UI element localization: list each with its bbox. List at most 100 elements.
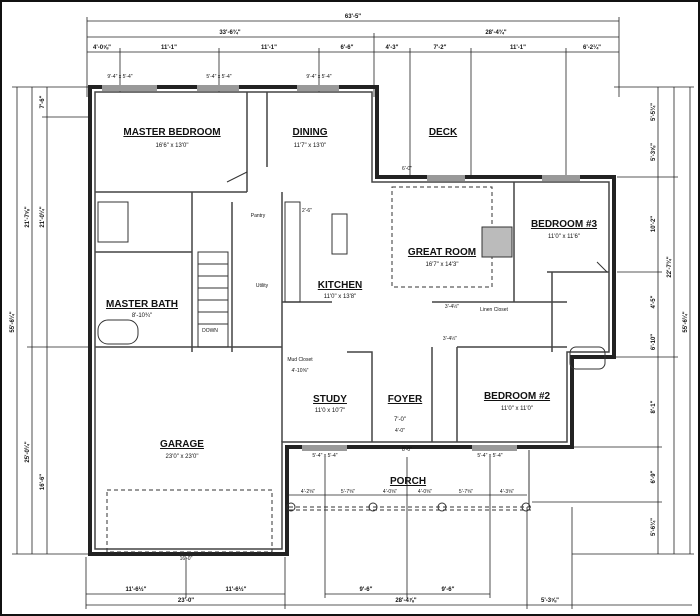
door-size: 8'-0"	[402, 447, 412, 453]
garage-door-width: 16'-0"	[180, 556, 193, 562]
dim-right-segment: 4'-5"	[651, 295, 657, 308]
window	[542, 175, 580, 181]
dim-right-segment: 8'-1"	[651, 400, 657, 413]
room-great-room: GREAT ROOM	[408, 247, 476, 258]
window	[472, 445, 517, 451]
porch-dim: 4'-0⅝"	[418, 489, 432, 495]
left-dimensions: 55'-6¼" 7'-6" 21'-7⅝" 21'-0¼" 25'-0¼" 16…	[9, 86, 92, 555]
interior-dim: 6'-0"	[402, 166, 412, 172]
dim-left-segment: 21'-0¼"	[39, 206, 46, 227]
room-size: 16'7" x 14'3"	[426, 262, 459, 268]
window-size: 9'-4" x 5'-4"	[107, 74, 132, 80]
porch-column	[286, 502, 296, 512]
porch-dim: 5'-7⅝"	[341, 489, 355, 495]
dim-top-segment: 7'-2"	[434, 45, 447, 51]
dim-top-segment: 4'-0⅝"	[93, 45, 111, 51]
room-size: 16'6" x 13'0"	[156, 143, 189, 149]
dim-top-overall: 63'-5"	[345, 14, 361, 20]
window	[197, 85, 239, 91]
garage-door-outline	[106, 489, 273, 553]
room-size: 11'7" x 13'0"	[294, 143, 326, 149]
dim-bottom-segment: 11'-6½"	[126, 586, 147, 593]
room-garage: GARAGE	[160, 439, 204, 450]
kitchen-counter	[284, 201, 301, 303]
shower	[97, 201, 129, 243]
dim-right-segment: 6'-10"	[651, 334, 657, 350]
dim-bottom-segment: 11'-6½"	[226, 586, 247, 593]
room-size: 11'0" x 13'8"	[324, 294, 356, 300]
room-mud-closet: Mud Closet	[287, 357, 313, 363]
room-master-bedroom: MASTER BEDROOM	[123, 127, 220, 138]
interior-dim: 4'-0"	[395, 428, 405, 434]
room-size: 11'0" x 11'0"	[501, 406, 533, 412]
dim-right-segment: 5'-5¾"	[650, 103, 657, 121]
porch-dim: 5'-7⅝"	[459, 489, 473, 495]
exterior-walls	[88, 85, 616, 556]
window	[427, 175, 465, 181]
bottom-dimensions: 23'-0" 28'-4⅞" 5'-3⅝" 11'-6½" 11'-6½" 9'…	[85, 457, 692, 609]
porch-dim: 4'-0⅝"	[383, 489, 397, 495]
room-utility: Utility	[256, 283, 269, 289]
window	[102, 85, 157, 91]
porch-structure: 4'-2⅝" 5'-7⅝" 4'-0⅝" 4'-0⅝" 5'-7⅝" 4'-3⅝…	[286, 447, 532, 512]
right-dimensions: 55'-6¼" 5'-5¾" 5'-3⅝" 10'-2" 22'-7¾" 4'-…	[532, 86, 694, 555]
room-porch: PORCH	[390, 476, 426, 487]
window-size: 5'-4" x 5'-4"	[477, 453, 502, 459]
dim-bottom-segment: 9'-6"	[360, 587, 373, 593]
interior-walls	[95, 92, 609, 553]
interior-dim: 4'-10⅝"	[292, 368, 309, 374]
room-deck: DECK	[429, 127, 458, 138]
window-size: 5'-4" x 5'-4"	[312, 453, 337, 459]
dim-right-segment: 10'-2"	[651, 216, 657, 232]
fireplace	[481, 226, 513, 258]
room-foyer: FOYER	[388, 394, 423, 405]
dim-right-segment: 5'-3⅝"	[651, 143, 657, 161]
room-labels: MASTER BEDROOM 16'6" x 13'0" DINING 11'7…	[106, 127, 598, 487]
dim-left-segment: 7'-6"	[40, 95, 46, 108]
window	[297, 85, 339, 91]
room-size: 23'0" x 23'0"	[166, 454, 199, 460]
dim-right-segment: 5'-6¾"	[650, 518, 657, 536]
porch-column	[368, 502, 378, 512]
room-linen-closet: Linen Closet	[480, 307, 508, 313]
kitchen-island	[331, 213, 348, 255]
bathtub	[569, 346, 606, 370]
dim-right-overall: 55'-6¼"	[682, 311, 689, 332]
interior-dim: 2'-6"	[302, 208, 312, 214]
room-size: 11'0" x 11'6"	[548, 234, 580, 240]
dim-top-section: 33'-6¾"	[219, 29, 240, 36]
porch-column	[437, 502, 447, 512]
dim-bottom-overall: 28'-4⅞"	[395, 598, 416, 604]
dim-top-segment: 11'-1"	[161, 45, 177, 51]
dim-left-segment: 25'-0¼"	[24, 441, 31, 462]
dim-right-segment: 6'-9"	[651, 470, 657, 483]
dim-top-segment: 6'-2¼"	[583, 44, 601, 51]
dim-top-section: 28'-4¾"	[485, 29, 506, 36]
room-dining: DINING	[293, 127, 328, 138]
dim-bottom-overall: 5'-3⅝"	[541, 598, 559, 604]
room-size: 8'-10¾"	[132, 313, 152, 319]
dim-top-segment: 11'-1"	[261, 45, 277, 51]
top-dimensions: 63'-5" 33'-6¾" 28'-4¾" 4'-0⅝" 11'-1" 11'…	[86, 14, 620, 177]
dim-top-segment: 6'-6"	[341, 45, 354, 51]
door-swing	[226, 171, 248, 183]
dim-left-overall: 55'-6¼"	[9, 311, 16, 332]
interior-dimensions: 4'-10⅝" 3'-4½" 3'-4½" 2'-6" 6'-0" 4'-0"	[292, 166, 460, 434]
window-size: 5'-4" x 5'-4"	[206, 74, 231, 80]
dim-bottom-overall: 23'-0"	[178, 598, 194, 604]
window	[302, 445, 347, 451]
bathtub	[97, 319, 139, 345]
room-bedroom-2: BEDROOM #2	[484, 391, 551, 402]
room-bedroom-3: BEDROOM #3	[531, 219, 598, 230]
great-room-ceiling-outline	[391, 186, 493, 288]
dim-right-segment: 22'-7¾"	[666, 256, 673, 277]
interior-dim: 3'-4½"	[445, 303, 459, 310]
porch-dim: 4'-3⅝"	[500, 489, 514, 495]
window-size: 9'-4" x 5'-4"	[306, 74, 331, 80]
door-swing	[596, 261, 608, 273]
interior-dim: 3'-4½"	[443, 335, 457, 342]
dim-bottom-segment: 9'-6"	[442, 587, 455, 593]
stair-treads	[198, 263, 228, 325]
